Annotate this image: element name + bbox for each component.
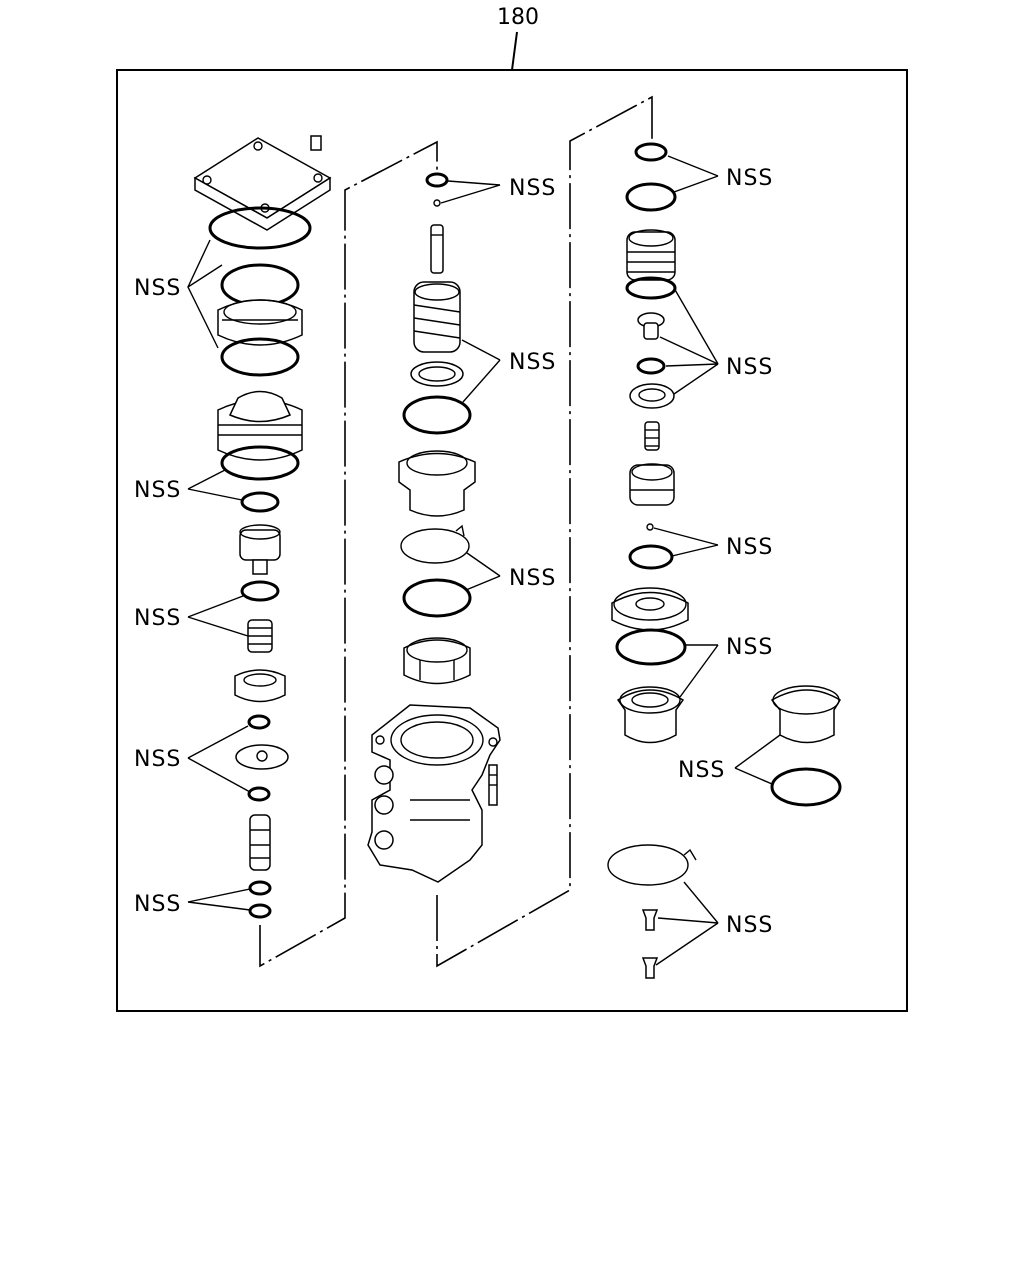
nss-label: NSS <box>509 350 556 375</box>
o-ring <box>615 628 687 666</box>
leader-line <box>683 881 719 924</box>
leader-line <box>187 725 249 759</box>
o-ring <box>625 182 677 212</box>
retainer-plate <box>235 744 289 770</box>
valve-body <box>239 524 281 575</box>
leader-line <box>187 595 244 618</box>
washer <box>410 361 464 387</box>
leader-line <box>734 734 781 769</box>
o-ring <box>220 337 300 377</box>
center-line-middle <box>436 95 653 968</box>
leader-line <box>462 359 501 403</box>
leader-line <box>673 363 719 395</box>
leader-line <box>655 922 719 966</box>
leader-line <box>673 175 719 193</box>
nss-label: NSS <box>509 566 556 591</box>
o-ring <box>240 580 280 602</box>
nss-label: NSS <box>134 606 181 631</box>
leader-line <box>187 901 251 911</box>
screw <box>641 957 659 979</box>
o-ring <box>636 357 666 375</box>
leader-line <box>671 544 719 557</box>
piston-stack <box>626 229 676 281</box>
o-ring <box>247 786 271 802</box>
spring <box>413 281 461 353</box>
spring <box>644 421 660 451</box>
o-ring <box>770 767 842 807</box>
o-ring <box>220 445 300 481</box>
nss-label: NSS <box>726 166 773 191</box>
leader-line <box>659 336 719 365</box>
nss-label: NSS <box>134 276 181 301</box>
nss-label: NSS <box>509 176 556 201</box>
leader-line <box>187 757 251 793</box>
leader-line <box>657 917 719 924</box>
bushing <box>770 685 842 744</box>
leader-line <box>679 644 719 698</box>
nss-label: NSS <box>726 635 773 660</box>
diagram-frame <box>116 69 908 1012</box>
cover-plate <box>193 135 332 231</box>
seat-ring <box>629 383 675 409</box>
nss-label: NSS <box>726 913 773 938</box>
leader-line <box>673 287 719 365</box>
leader-line <box>187 488 243 501</box>
assembly-number-leader <box>511 31 518 71</box>
o-ring <box>402 395 472 435</box>
poppet <box>637 312 665 340</box>
leader-line <box>187 888 251 903</box>
o-ring <box>634 142 668 162</box>
nss-label: NSS <box>678 758 725 783</box>
o-ring <box>240 491 280 513</box>
o-ring <box>248 903 272 919</box>
nss-label: NSS <box>134 747 181 772</box>
leader-line <box>187 239 211 288</box>
spring <box>247 619 273 653</box>
diaphragm-plate <box>611 587 689 631</box>
assembly-number: 180 <box>497 5 539 30</box>
leader-line <box>734 767 773 785</box>
leader-line <box>667 155 719 177</box>
o-ring <box>402 578 472 618</box>
leader-line <box>465 575 501 591</box>
leader-line <box>466 552 501 577</box>
piston-upper <box>217 299 303 346</box>
nss-label: NSS <box>134 478 181 503</box>
o-ring <box>425 172 449 188</box>
center-line-left <box>259 140 438 968</box>
o-ring <box>248 880 272 896</box>
pin <box>430 224 444 274</box>
o-ring <box>208 206 312 250</box>
ball <box>433 199 441 207</box>
leader-line <box>447 180 501 186</box>
leader-line <box>187 616 249 637</box>
o-ring <box>247 714 271 730</box>
valve-housing <box>367 704 501 883</box>
leader-line <box>461 339 501 361</box>
piston-cup <box>217 390 303 461</box>
snap-ring <box>607 844 697 886</box>
leader-line <box>187 469 226 490</box>
bolt <box>488 764 498 806</box>
leader-line <box>440 184 501 204</box>
nss-label: NSS <box>726 355 773 380</box>
sleeve <box>398 450 476 517</box>
o-ring <box>220 263 300 307</box>
snap-ring <box>400 524 470 564</box>
valve-cage <box>629 463 675 506</box>
ball <box>646 523 654 531</box>
guide <box>403 637 471 685</box>
valve-seat <box>234 669 286 703</box>
o-ring <box>625 276 677 300</box>
nss-label: NSS <box>134 892 181 917</box>
plunger <box>249 814 271 871</box>
leader-line <box>665 363 719 367</box>
o-ring <box>628 544 674 570</box>
screw <box>641 909 659 931</box>
bushing <box>616 686 685 744</box>
leader-line <box>653 527 719 546</box>
nss-label: NSS <box>726 535 773 560</box>
